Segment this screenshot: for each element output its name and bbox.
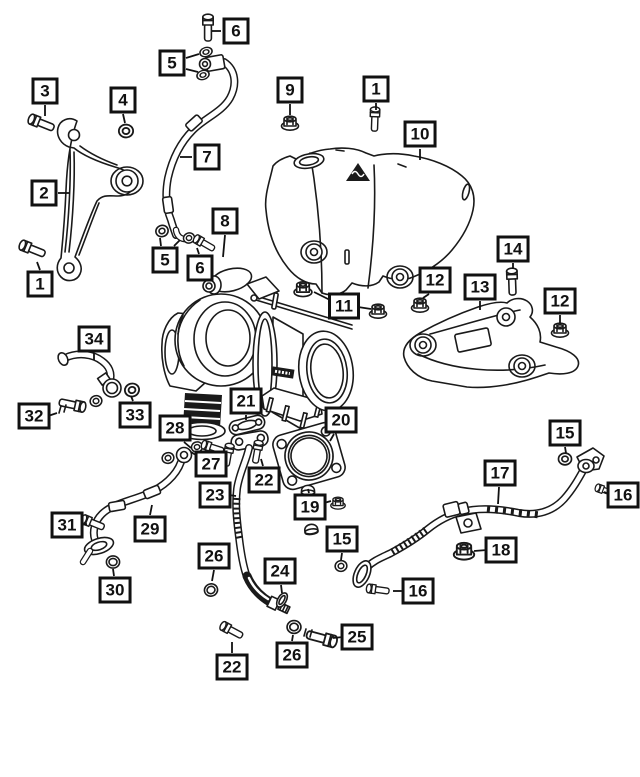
callout-28-21[interactable]: 28 <box>158 414 192 442</box>
leader-line-callout-20 <box>329 433 335 442</box>
leader-line-callout-6 <box>196 247 200 255</box>
callout-20-23[interactable]: 20 <box>324 406 358 434</box>
callout-31-30[interactable]: 31 <box>50 511 84 539</box>
part-oil-drain-gasket <box>228 414 266 436</box>
callout-34-18[interactable]: 34 <box>77 325 111 353</box>
leader-line-callout-11 <box>357 306 372 310</box>
callout-15-35[interactable]: 15 <box>548 419 582 447</box>
callout-14-13[interactable]: 14 <box>496 235 530 263</box>
part-lower-heat-shield <box>402 297 580 389</box>
callout-4-3[interactable]: 4 <box>109 86 137 114</box>
leader-line-callout-15 <box>340 552 343 561</box>
leader-line-callout-5 <box>159 237 162 247</box>
leader-line-callout-26 <box>291 634 294 642</box>
part-collar-ring-24 <box>275 592 289 608</box>
callout-27-24[interactable]: 27 <box>194 450 228 478</box>
leader-line-callout-29 <box>149 504 153 516</box>
leader-line-callout-24 <box>280 584 283 594</box>
part-turbine-outlet-gasket <box>272 421 346 491</box>
leader-line-callout-33 <box>130 395 134 402</box>
callout-24-33[interactable]: 24 <box>263 557 297 585</box>
part-fitting-32 <box>57 396 88 414</box>
callout-25-40[interactable]: 25 <box>340 623 374 651</box>
callout-23-25[interactable]: 23 <box>198 481 232 509</box>
part-oil-drain-tube <box>230 430 291 615</box>
callout-6-0[interactable]: 6 <box>222 17 250 45</box>
part-coolant-return-hose <box>57 350 122 398</box>
callout-18-37[interactable]: 18 <box>484 536 518 564</box>
leader-line-callout-4 <box>122 113 126 124</box>
leader-line-callout-11 <box>313 291 331 301</box>
part-upper-heat-shield <box>264 147 475 296</box>
callout-8-9[interactable]: 8 <box>211 207 239 235</box>
callout-11-17[interactable]: 11 <box>328 292 360 320</box>
callout-22-26[interactable]: 22 <box>247 466 281 494</box>
leader-line-callout-28 <box>183 441 192 449</box>
leader-line-callout-8 <box>222 234 226 258</box>
leader-line-callout-1 <box>36 261 41 271</box>
callout-29-31[interactable]: 29 <box>133 515 167 543</box>
callout-26-39[interactable]: 26 <box>275 641 309 669</box>
callout-12-14[interactable]: 12 <box>418 266 452 294</box>
leader-line-callout-30 <box>112 568 115 577</box>
callout-7-7[interactable]: 7 <box>193 143 221 171</box>
callout-19-27[interactable]: 19 <box>293 493 327 521</box>
leader-line-callout-19 <box>307 488 310 494</box>
callout-22-41[interactable]: 22 <box>215 653 249 681</box>
part-banjo-fitting-5-upper <box>194 45 226 82</box>
callout-13-15[interactable]: 13 <box>463 273 497 301</box>
part-mount-bracket <box>56 118 144 282</box>
leader-line-callout-5 <box>185 68 199 73</box>
leader-line-callout-12 <box>422 293 430 299</box>
callout-5-1[interactable]: 5 <box>158 49 186 77</box>
callout-16-38[interactable]: 16 <box>401 577 435 605</box>
callout-5-10[interactable]: 5 <box>151 246 179 274</box>
callout-33-20[interactable]: 33 <box>118 401 152 429</box>
leader-line-callout-17 <box>497 486 500 505</box>
part-plug-25 <box>303 627 340 650</box>
callout-32-19[interactable]: 32 <box>17 402 51 430</box>
callout-30-32[interactable]: 30 <box>98 576 132 604</box>
callout-1-12[interactable]: 1 <box>26 270 54 298</box>
leader-line-callout-22 <box>260 458 264 467</box>
callout-17-34[interactable]: 17 <box>483 459 517 487</box>
callout-15-28[interactable]: 15 <box>325 525 359 553</box>
leader-line-callout-5 <box>173 239 181 247</box>
callout-21-22[interactable]: 21 <box>229 387 263 415</box>
callout-26-29[interactable]: 26 <box>197 542 231 570</box>
leader-line-callout-15 <box>564 446 567 454</box>
leader-line-callout-5 <box>185 53 200 59</box>
callout-1-5[interactable]: 1 <box>362 75 390 103</box>
callout-12-16[interactable]: 12 <box>543 287 577 315</box>
callout-6-11[interactable]: 6 <box>186 254 214 282</box>
callout-16-36[interactable]: 16 <box>606 481 640 509</box>
part-oil-supply-tube <box>161 58 239 243</box>
callout-3-2[interactable]: 3 <box>31 77 59 105</box>
callout-9-4[interactable]: 9 <box>276 76 304 104</box>
part-turbocharger <box>161 249 355 441</box>
leader-line-callout-26 <box>211 569 215 582</box>
callout-2-8[interactable]: 2 <box>30 179 58 207</box>
callout-10-6[interactable]: 10 <box>403 120 437 148</box>
part-coolant-supply-hose <box>352 447 605 588</box>
